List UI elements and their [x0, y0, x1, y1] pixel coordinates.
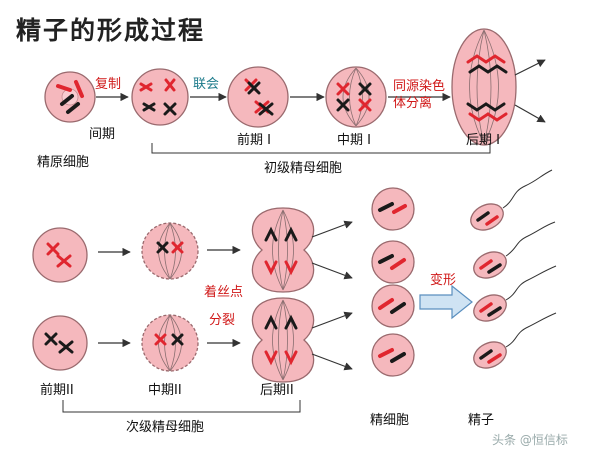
cell-metaphase-2-top: [141, 222, 199, 280]
arrow-to-spermatid-3: [311, 311, 353, 329]
cell-sperm-1: [470, 169, 553, 231]
label-prophase-1: 前期 I: [237, 132, 271, 148]
cell-metaphase-1: [325, 66, 387, 128]
cell-prophase-2-top: [32, 227, 88, 283]
arrow-to-spermatid-1: [311, 220, 353, 238]
diagram-title: 精子的形成过程: [16, 16, 205, 45]
label-centromere-line1: 着丝点: [204, 284, 243, 300]
watermark: 头条 @恒信标: [492, 433, 568, 447]
arrow-transformation: [419, 284, 473, 320]
cell-interphase: [131, 68, 189, 126]
bracket-secondary-spermatocyte: [62, 400, 301, 413]
arrow-to-spermatid-2: [311, 262, 353, 280]
cell-spermatid-3: [371, 284, 415, 328]
cell-anaphase-2-bottom: [251, 297, 315, 383]
cell-sperm-4: [473, 312, 557, 369]
label-anaphase-2: 后期II: [260, 383, 294, 398]
label-synapsis: 联会: [193, 77, 219, 92]
label-prophase-2: 前期II: [40, 382, 74, 398]
label-centromere-line2: 分裂: [209, 313, 235, 328]
label-homolog-separation-line2: 体分离: [393, 95, 432, 111]
label-spermatogonium: 精原细胞: [37, 155, 89, 170]
arrow-to-spermatid-4: [311, 353, 353, 371]
arrow-anaphase-1-down: [514, 104, 546, 123]
cell-sperm-3: [473, 265, 557, 322]
cell-spermatogonium: [44, 71, 96, 123]
cell-metaphase-2-bottom: [141, 314, 199, 372]
label-homolog-separation-line1: 同源染色: [393, 78, 445, 94]
cell-spermatid-2: [371, 240, 415, 284]
cell-anaphase-2-top: [251, 207, 315, 293]
label-sperm: 精子: [468, 413, 494, 428]
cell-prophase-1: [227, 66, 289, 128]
cell-sperm-2: [473, 221, 556, 279]
label-metaphase-1: 中期 I: [337, 133, 371, 148]
label-anaphase-1: 后期 I: [466, 133, 500, 148]
cell-spermatid-4: [371, 333, 415, 377]
label-replication: 复制: [95, 77, 121, 92]
label-secondary-spermatocyte: 次级精母细胞: [126, 419, 204, 435]
cell-prophase-2-bottom: [32, 315, 88, 371]
arrow-anaphase-1-up: [514, 59, 546, 76]
cell-anaphase-1: [451, 28, 517, 146]
bracket-primary-spermatocyte: [151, 143, 491, 154]
cell-spermatid-1: [371, 187, 415, 231]
label-primary-spermatocyte: 初级精母细胞: [264, 161, 342, 176]
label-spermatid: 精细胞: [370, 413, 409, 428]
label-metaphase-2: 中期II: [148, 383, 182, 398]
label-transformation: 变形: [430, 272, 456, 288]
label-interphase: 间期: [89, 127, 115, 142]
